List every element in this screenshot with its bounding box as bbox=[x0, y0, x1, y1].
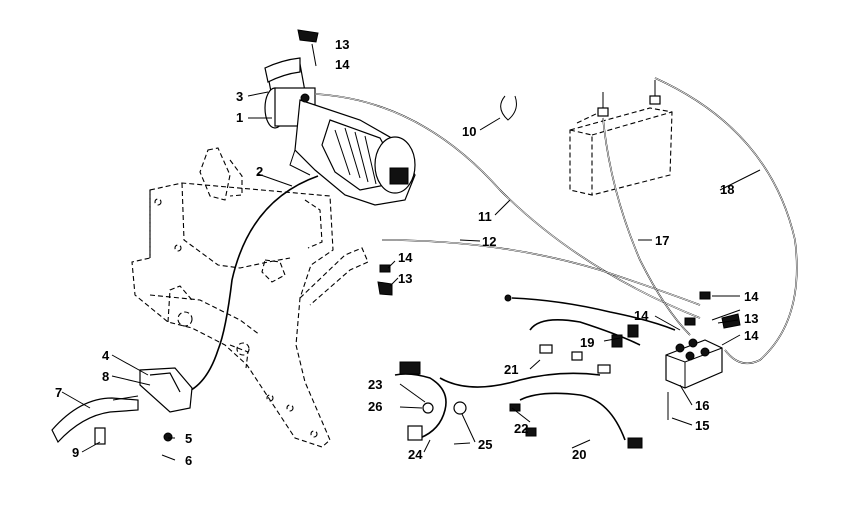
callout-15: 15 bbox=[695, 418, 709, 433]
callout-23: 23 bbox=[368, 377, 382, 392]
callout-1: 1 bbox=[236, 110, 243, 125]
callout-17: 17 bbox=[655, 233, 669, 248]
callout-4: 4 bbox=[102, 348, 110, 363]
callout-10: 10 bbox=[462, 124, 476, 139]
callout-5: 5 bbox=[185, 431, 192, 446]
callout-13a: 13 bbox=[335, 37, 349, 52]
frame-bracket bbox=[131, 147, 369, 448]
callout-14d: 14 bbox=[634, 308, 649, 323]
callout-14a: 14 bbox=[335, 57, 350, 72]
callout-2: 2 bbox=[256, 164, 263, 179]
callout-22: 22 bbox=[514, 421, 528, 436]
callout-19: 19 bbox=[580, 335, 594, 350]
callout-12: 12 bbox=[482, 234, 496, 249]
callout-7: 7 bbox=[55, 385, 62, 400]
small-parts bbox=[264, 29, 741, 449]
callout-13c: 13 bbox=[744, 311, 758, 326]
callout-20: 20 bbox=[572, 447, 586, 462]
callout-18: 18 bbox=[720, 182, 734, 197]
leader-lines bbox=[61, 43, 761, 461]
callout-3: 3 bbox=[236, 89, 243, 104]
callout-labels: 1 2 3 4 5 6 7 8 9 10 11 12 13 13 13 14 1… bbox=[55, 37, 759, 468]
callout-14b: 14 bbox=[398, 250, 413, 265]
callout-26: 26 bbox=[368, 399, 382, 414]
callout-16: 16 bbox=[695, 398, 709, 413]
callout-6: 6 bbox=[185, 453, 192, 468]
solenoid bbox=[665, 338, 723, 420]
callout-14c: 14 bbox=[744, 289, 759, 304]
callout-24: 24 bbox=[408, 447, 423, 462]
winch-assembly bbox=[264, 63, 416, 206]
callout-25: 25 bbox=[478, 437, 492, 452]
switch-and-mount bbox=[51, 367, 193, 445]
cables bbox=[177, 77, 798, 441]
callout-14e: 14 bbox=[744, 328, 759, 343]
callout-9: 9 bbox=[72, 445, 79, 460]
callout-11: 11 bbox=[478, 209, 492, 224]
callout-21: 21 bbox=[504, 362, 518, 377]
callout-8: 8 bbox=[102, 369, 109, 384]
battery bbox=[569, 80, 673, 196]
callout-13b: 13 bbox=[398, 271, 412, 286]
